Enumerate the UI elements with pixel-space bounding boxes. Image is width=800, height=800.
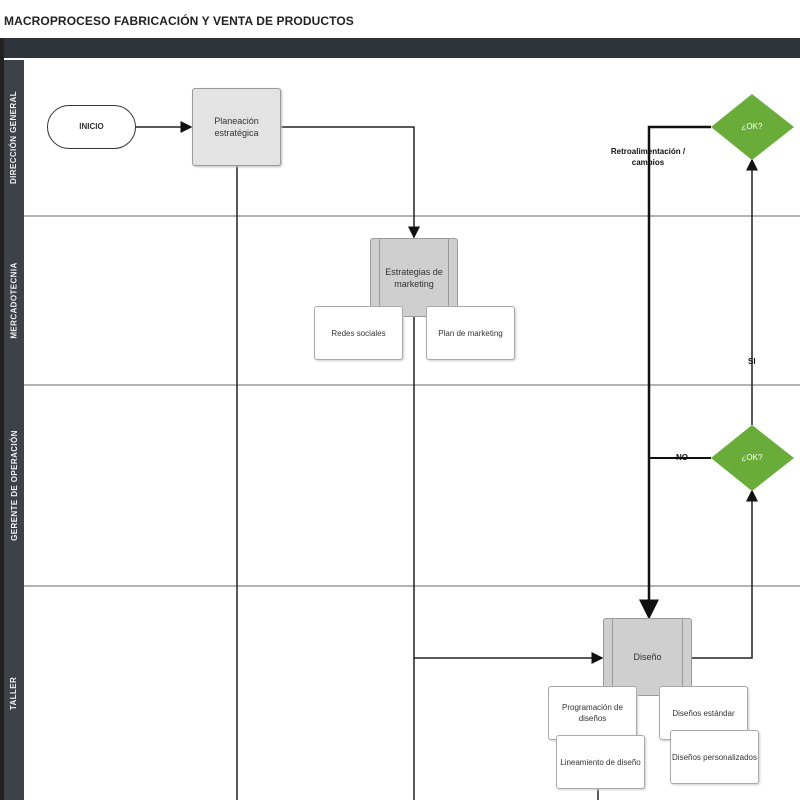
subprocess-diseno: Diseño (603, 618, 692, 696)
decision-ok-top-label: ¿OK? (741, 122, 763, 131)
note-redes-sociales: Redes sociales (314, 306, 403, 360)
page-title: MACROPROCESO FABRICACIÓN Y VENTA DE PROD… (4, 14, 354, 28)
lane-divider (24, 384, 800, 386)
edge-diseno-okmid (692, 489, 758, 659)
start-terminator: INICIO (47, 105, 136, 149)
decision-ok-top-shape (711, 94, 794, 160)
note-lineamiento-diseno: Lineamiento de diseño (556, 735, 645, 789)
decision-ok-mid-label: ¿OK? (741, 453, 763, 462)
edge-planeacion-estrategias (281, 126, 420, 239)
note-programacion-disenos: Programación de diseños (548, 686, 637, 740)
lane-divider (24, 215, 800, 217)
subprocess-estrategias: Estrategias de marketing (370, 238, 458, 317)
note-disenos-personalizados: Diseños personalizados (670, 730, 759, 784)
edge-label-no: NO (676, 453, 688, 462)
lane-divider (24, 585, 800, 587)
edge-label-si: SI (748, 357, 756, 366)
decision-ok-mid-shape (711, 425, 794, 491)
header-bar (0, 38, 800, 58)
lane-header-column (4, 60, 24, 800)
left-border (0, 38, 4, 800)
edge-estrategias-diseno (413, 317, 604, 664)
edge-label-retroalimentacion: Retroalimentación / cambios (610, 147, 686, 167)
edge-oktop-retro (639, 125, 711, 620)
note-plan-marketing: Plan de marketing (426, 306, 515, 360)
process-planeacion: Planeación estratégica (192, 88, 281, 166)
